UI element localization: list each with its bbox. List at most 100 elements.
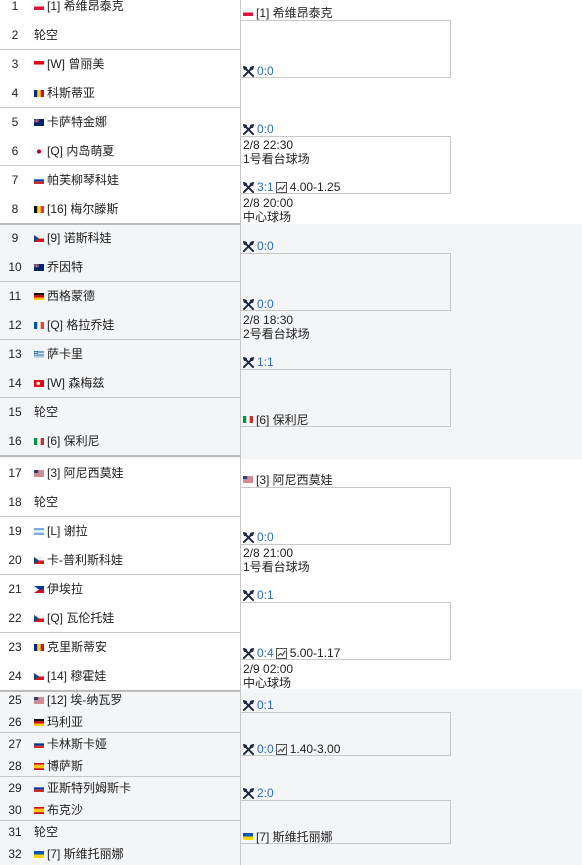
player-name[interactable]: [Q] 瓦伦托娃	[47, 611, 115, 625]
advanced-player[interactable]: [3] 阿尼西莫娃	[243, 473, 333, 487]
advanced-player-name[interactable]: [7] 斯维托丽娜	[256, 830, 333, 844]
player-name[interactable]: 布克沙	[47, 803, 84, 817]
score-value[interactable]: 0:1	[257, 588, 274, 602]
player-name[interactable]: 乔因特	[47, 260, 84, 274]
player-row[interactable]: 32[7] 斯维托丽娜	[0, 843, 240, 865]
player-row[interactable]: 14[W] 森梅兹	[0, 369, 240, 398]
advanced-player-name[interactable]: [6] 保利尼	[256, 413, 309, 427]
player-name[interactable]: 卡萨特金娜	[47, 115, 108, 129]
score-value[interactable]: 0:0	[257, 239, 274, 253]
match-score[interactable]: 1:1	[243, 355, 274, 369]
player-row[interactable]: 19[L] 谢拉	[0, 517, 240, 546]
score-value[interactable]: 0:1	[257, 698, 274, 712]
score-value[interactable]: 2:0	[257, 786, 274, 800]
player-name[interactable]: [W] 森梅兹	[47, 376, 105, 390]
odds-chart-icon[interactable]	[275, 744, 287, 755]
player-name[interactable]: 伊埃拉	[47, 582, 84, 596]
player-name[interactable]: [W] 曾丽美	[47, 57, 105, 71]
match-score[interactable]: 0:1	[243, 588, 274, 602]
player-row[interactable]: 22[Q] 瓦伦托娃	[0, 604, 240, 633]
score-value[interactable]: 0:0	[257, 297, 274, 311]
player-name[interactable]: [9] 诺斯科娃	[47, 231, 112, 245]
match-score[interactable]: 0:0	[243, 122, 274, 136]
score-value[interactable]: 0:0	[257, 122, 274, 136]
player-row[interactable]: 3[W] 曾丽美	[0, 50, 240, 79]
score-value[interactable]: 0:4	[257, 646, 274, 660]
player-name[interactable]: 卡-普利斯科娃	[47, 553, 123, 567]
match-score[interactable]: 2:0	[243, 786, 274, 800]
advanced-player[interactable]: [1] 希维昂泰克	[243, 6, 333, 20]
odds-chart-icon[interactable]	[275, 648, 287, 659]
match-score[interactable]: 0:0	[243, 530, 274, 544]
player-name[interactable]: 博萨斯	[47, 759, 84, 773]
match-score[interactable]: 0:0	[243, 297, 274, 311]
match-score[interactable]: 0:0	[243, 239, 274, 253]
player-name[interactable]: 萨卡里	[47, 347, 84, 361]
player-name[interactable]: [12] 埃-纳瓦罗	[47, 693, 123, 707]
match-score[interactable]: 0:0	[243, 64, 274, 78]
player-name[interactable]: 帕芙柳琴科娃	[47, 173, 120, 187]
player-name[interactable]: 克里斯蒂安	[47, 640, 108, 654]
player-name[interactable]: [6] 保利尼	[47, 434, 100, 448]
player-name[interactable]: [Q] 格拉乔娃	[47, 318, 115, 332]
player-name[interactable]: 卡林斯卡娅	[47, 737, 108, 751]
score-value[interactable]: 1:1	[257, 355, 274, 369]
player-name[interactable]: 轮空	[34, 825, 59, 839]
player-name[interactable]: [3] 阿尼西莫娃	[47, 466, 124, 480]
player-name[interactable]: 玛利亚	[47, 715, 84, 729]
advanced-player[interactable]: [7] 斯维托丽娜	[243, 830, 333, 844]
player-name[interactable]: [1] 希维昂泰克	[47, 0, 124, 13]
player-name[interactable]: 科斯蒂亚	[47, 86, 96, 100]
player-name[interactable]: 轮空	[34, 405, 59, 419]
score-value[interactable]: 0:0	[257, 64, 274, 78]
player-name[interactable]: 西格蒙德	[47, 289, 96, 303]
advanced-player-name[interactable]: [1] 希维昂泰克	[256, 6, 333, 20]
advanced-player[interactable]: [6] 保利尼	[243, 413, 309, 427]
score-value[interactable]: 3:1	[257, 180, 274, 194]
player-row[interactable]: 16[6] 保利尼	[0, 427, 240, 456]
player-row[interactable]: 25[12] 埃-纳瓦罗	[0, 689, 240, 711]
player-name[interactable]: [L] 谢拉	[47, 524, 88, 538]
draw-position: 9	[11, 231, 19, 245]
advanced-player-name[interactable]: [3] 阿尼西莫娃	[256, 473, 333, 487]
player-row[interactable]: 6[Q] 内岛萌夏	[0, 137, 240, 166]
player-row[interactable]: 1[1] 希维昂泰克	[0, 0, 240, 21]
player-row[interactable]: 12[Q] 格拉乔娃	[0, 311, 240, 340]
score-value[interactable]: 0:0	[257, 742, 274, 756]
player-name[interactable]: [14] 穆霍娃	[47, 669, 107, 683]
player-row[interactable]: 9 [9] 诺斯科娃	[0, 224, 240, 253]
match-score[interactable]: 0:1	[243, 698, 274, 712]
player-row[interactable]: 24[14] 穆霍娃	[0, 662, 240, 691]
player-name[interactable]: [7] 斯维托丽娜	[47, 847, 124, 861]
score-value[interactable]: 0:0	[257, 530, 274, 544]
player-row[interactable]: 17[3] 阿尼西莫娃	[0, 459, 240, 488]
odds-chart-icon[interactable]	[275, 182, 287, 193]
player-name[interactable]: 亚斯特列姆斯卡	[47, 781, 132, 795]
player-name[interactable]: 轮空	[34, 495, 59, 509]
player-name[interactable]: [Q] 内岛萌夏	[47, 144, 115, 158]
player-name[interactable]: 轮空	[34, 28, 59, 42]
player-name[interactable]: [16] 梅尔滕斯	[47, 202, 119, 216]
player-row[interactable]: 8[16] 梅尔滕斯	[0, 195, 240, 224]
